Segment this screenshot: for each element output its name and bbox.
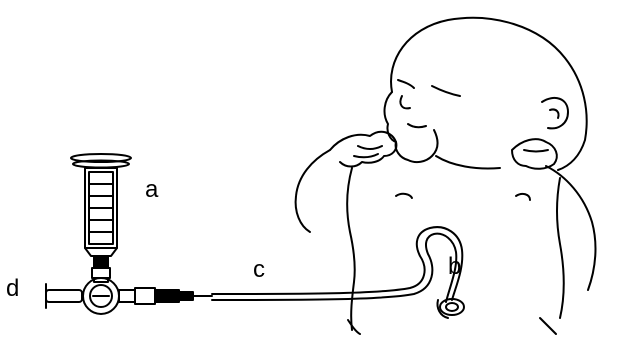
tube-connector [135, 288, 155, 304]
label-a-syringe: a [145, 176, 159, 203]
label-d-stopcock: d [6, 275, 19, 302]
label-c-tubing: c [253, 256, 265, 283]
feeding-tube [212, 227, 462, 302]
infant-nipple-left [396, 194, 412, 198]
infant-left-hand [330, 132, 396, 167]
infant-torso-right [557, 178, 564, 318]
infant-nipple-right [516, 194, 530, 200]
stopcock-right-port [119, 290, 135, 302]
tube-inner [212, 234, 456, 302]
gastrostomy-button [440, 299, 464, 315]
infant-mouth [408, 124, 426, 127]
infant-right-hand [512, 139, 557, 169]
stopcock-left-port [46, 290, 82, 302]
infant-eye-left [398, 80, 414, 88]
infant-left-arm [296, 150, 330, 232]
infant-nose [400, 96, 410, 108]
gastrostomy-site [437, 299, 464, 318]
syringe [71, 154, 131, 278]
infant-eye-right [432, 86, 460, 96]
infant-illustration [296, 18, 596, 334]
label-b-gastrostomy: b [448, 253, 461, 280]
stopcock [46, 278, 212, 314]
syringe-nozzle [94, 256, 108, 268]
infant-ear [542, 98, 568, 128]
infant-face [385, 92, 438, 162]
infant-torso-left [347, 168, 355, 330]
infant-right-arm [546, 166, 595, 290]
infant-head [391, 18, 587, 170]
